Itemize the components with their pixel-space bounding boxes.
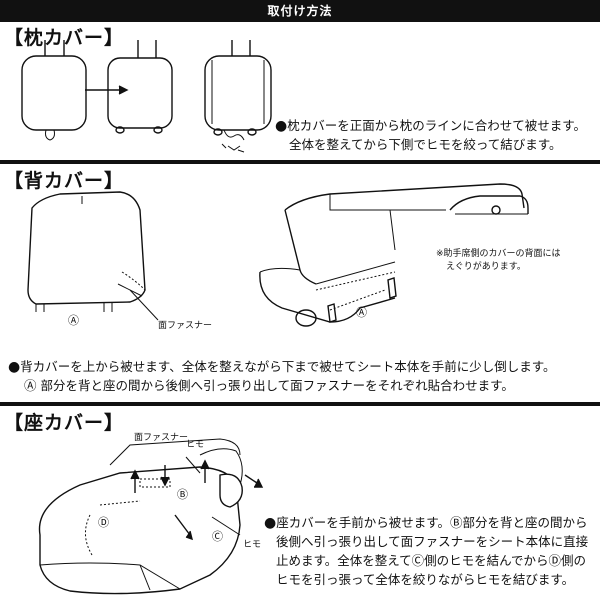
back-note-line-2: えぐりがあります。	[446, 262, 526, 272]
back-cover-illustration	[27, 183, 529, 327]
back-label-zipper: 面ファスナー	[158, 321, 213, 331]
section-divider-1	[0, 160, 600, 164]
seat-label-string-top: ヒモ	[186, 440, 205, 450]
seat-instruction-line-2: 後側へ引っ張り出して面ファスナーをシート本体に直接	[276, 534, 589, 549]
seat-instruction-line-3: 止めます。全体を整えてⒸ側のヒモを結んでからⒹ側の	[276, 553, 587, 568]
seat-label-c: Ⓒ	[212, 530, 223, 543]
seat-bullet: ●	[264, 515, 277, 531]
seat-instruction-line-4: ヒモを引っ張って全体を絞りながらヒモを結びます。	[276, 572, 575, 587]
section-divider-2	[0, 402, 600, 406]
back-instruction-line-2: Ⓐ 部分を背と座の間から後側へ引っ張り出して面ファスナーをそれぞれ貼合わせます。	[24, 378, 514, 393]
page-header: 取付け方法	[0, 0, 600, 22]
back-label-a-right: Ⓐ	[356, 306, 367, 319]
back-note-line-1: ※助手席側のカバーの背面には	[436, 249, 561, 259]
seat-label-zipper: 面ファスナー	[134, 433, 189, 443]
seat-label-d: Ⓓ	[98, 516, 109, 529]
seat-label-b: Ⓑ	[177, 488, 188, 501]
seat-cover-illustration	[38, 438, 264, 595]
back-instruction-line-1: ●背カバーを上から被せます、全体を整えながら下まで被せてシート本体を手前に少し倒…	[8, 359, 556, 375]
back-label-a-left: Ⓐ	[68, 314, 79, 327]
seat-instruction-line-1: ●座カバーを手前から被せます。Ⓑ部分を背と座の間から	[264, 515, 588, 531]
pillow-section-title: 【枕カバー】	[4, 27, 125, 49]
seat-label-string-right: ヒモ	[243, 540, 262, 550]
pillow-instruction-line-1: ●枕カバーを正面から枕のラインに合わせて被せます。	[275, 118, 586, 134]
back-bullet: ●	[8, 359, 21, 375]
back-section-title: 【背カバー】	[4, 170, 125, 192]
seat-section-title: 【座カバー】	[4, 412, 125, 434]
pillow-instruction-line-2: 全体を整えてから下側でヒモを絞って結びます。	[289, 137, 562, 152]
pillow-bullet: ●	[275, 118, 288, 134]
pillow-cover-illustration	[21, 40, 272, 153]
